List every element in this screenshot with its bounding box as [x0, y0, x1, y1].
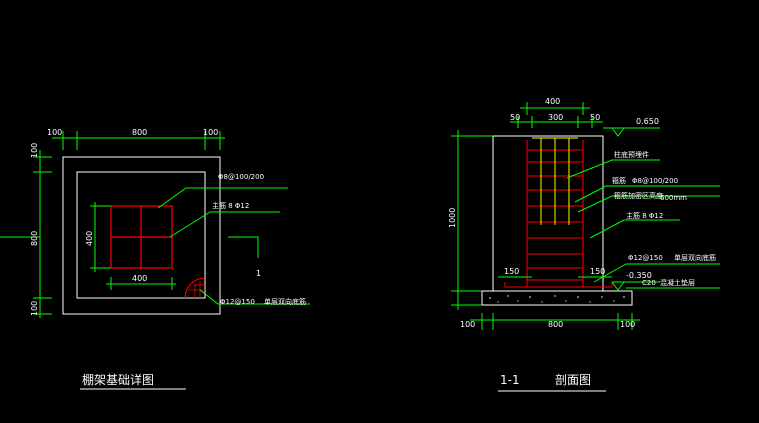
section-title: 剖面图	[555, 373, 591, 387]
plan-title: 棚架基础详图	[82, 372, 154, 387]
section-pad	[481, 290, 633, 306]
section-label-embed: 柱底预埋件	[614, 150, 649, 159]
section-view: 400 50 300 50 0.650 1000 150 150 -	[448, 97, 720, 392]
section-label-concrete: C20	[642, 279, 656, 287]
section-dim-top: 400	[545, 97, 560, 106]
section-label-concrete-note: 混凝土垫层	[660, 278, 695, 287]
section-dim-bottom-left: 100	[460, 320, 475, 329]
section-dim-inner-right: 150	[590, 267, 605, 276]
plan-dim-top-left: 100	[47, 128, 62, 137]
section-leaders	[566, 159, 720, 289]
section-embed-bars	[532, 137, 578, 225]
section-elev-top-text: 0.650	[636, 117, 659, 126]
section-title-num: 1-1	[500, 373, 520, 387]
plan-view: 100 800 100 100 800 100 400 400	[0, 128, 310, 390]
plan-dim-top-right: 100	[203, 128, 218, 137]
plan-label-main-bar: 主筋 8 Φ12	[212, 201, 249, 210]
plan-dim-left	[0, 150, 52, 318]
plan-dim-left-mid: 800	[30, 231, 39, 246]
plan-leaders	[157, 187, 310, 305]
section-dim-top-right: 50	[590, 113, 600, 122]
plan-dim-left-bot: 100	[30, 301, 39, 316]
plan-mesh-corner	[184, 277, 206, 299]
section-label-main-bar: 主筋 8 Φ12	[626, 211, 663, 220]
section-dim-bottom	[470, 313, 640, 330]
plan-dim-inner-v-text: 400	[85, 231, 94, 246]
plan-footing-outer	[62, 156, 221, 315]
section-label-anchor-len: 600mm	[660, 194, 687, 202]
plan-label-mesh: Φ12@150	[220, 298, 255, 306]
section-dim-height-text: 1000	[448, 208, 457, 228]
section-elev-bot	[611, 281, 660, 291]
section-elev-bot-text: -0.350	[626, 271, 652, 280]
plan-dim-inner-v	[90, 202, 111, 272]
plan-label-mesh-note: 单层双向底筋	[264, 297, 306, 306]
section-label-anchor: 箍筋加密区高度	[614, 191, 663, 200]
section-dim-top-mid: 300	[548, 113, 563, 122]
section-label-mesh-note: 单层双向底筋	[674, 253, 716, 262]
section-label-stirrup: 箍筋	[612, 176, 626, 185]
section-dim-inner-left: 150	[504, 267, 519, 276]
section-rebar-cage	[504, 140, 613, 288]
plan-pad	[76, 171, 206, 299]
plan-dim-inner-h-text: 400	[132, 274, 147, 283]
plan-dim-inner-h	[106, 277, 176, 290]
plan-section-mark: 1	[256, 269, 261, 278]
plan-dim-top-mid: 800	[132, 128, 147, 137]
section-label-stirrup-spec: Φ8@100/200	[632, 177, 678, 185]
section-dim-bottom-mid: 800	[548, 320, 563, 329]
section-dim-top-left: 50	[510, 113, 520, 122]
plan-section-cut	[228, 236, 259, 258]
section-dim-height	[451, 130, 493, 310]
section-concrete-speckle	[489, 295, 625, 303]
section-label-mesh: Φ12@150	[628, 254, 663, 262]
plan-dim-top	[52, 131, 225, 150]
section-dim-top	[510, 102, 603, 128]
section-elev-top	[603, 127, 660, 137]
plan-dim-left-top: 100	[30, 143, 39, 158]
plan-label-rebar-top: Φ8@100/200	[218, 173, 264, 181]
section-dim-bottom-right: 100	[620, 320, 635, 329]
